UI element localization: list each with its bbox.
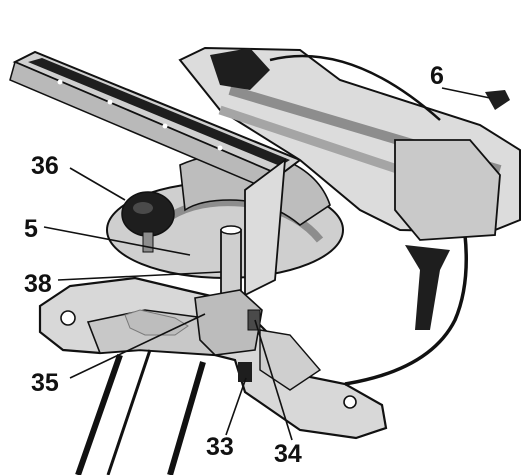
knob-shaft [142,231,154,253]
leader-38 [57,271,222,281]
leader-5 [43,226,191,256]
leader-36 [69,167,126,201]
callout-35: 35 [31,369,59,397]
callout-38: 38 [24,270,52,298]
callout-33: 33 [206,433,234,461]
leader-lines [43,87,491,441]
base-mounting-hole-right [343,395,357,409]
leg-left-edge [106,349,152,475]
rail-rivet-3 [162,123,168,129]
hold-down-post [194,225,263,382]
knob-head [121,191,175,237]
fence-plate [244,158,287,297]
knob-6 [485,90,510,110]
top-handle-grip [210,48,270,90]
leg-left [75,354,123,475]
post-top [220,225,242,235]
knob-highlight [133,202,153,214]
callout-34: 34 [274,440,302,468]
angle-adjust-knob [121,191,175,253]
leader-34 [254,319,293,441]
head-cable [269,54,441,121]
legs [75,234,468,475]
fence-rail [9,50,303,297]
rail-rivet-4 [217,145,223,151]
base-mounting-hole-left [60,310,76,326]
lock-lever-33 [238,362,252,382]
motor-end-cap [394,139,501,241]
trigger-handle [405,245,450,330]
saw-head [178,46,521,330]
leader-33 [225,377,247,436]
leader-6 [441,87,491,99]
callout-labels: 6 36 5 38 35 33 34 [24,62,444,468]
power-cable [344,234,468,386]
base-right-arm [259,329,322,391]
callout-5: 5 [24,215,38,243]
rail-slot [28,58,290,166]
callout-36: 36 [31,152,59,180]
callout-6: 6 [430,62,444,90]
rail-rivet-1 [57,79,63,85]
saw-base [38,276,388,440]
leg-center [167,361,206,475]
lock-screw-34 [247,309,261,331]
leader-35 [69,313,206,379]
post-clamp-block [194,289,263,356]
rail-rivet-2 [107,99,113,105]
